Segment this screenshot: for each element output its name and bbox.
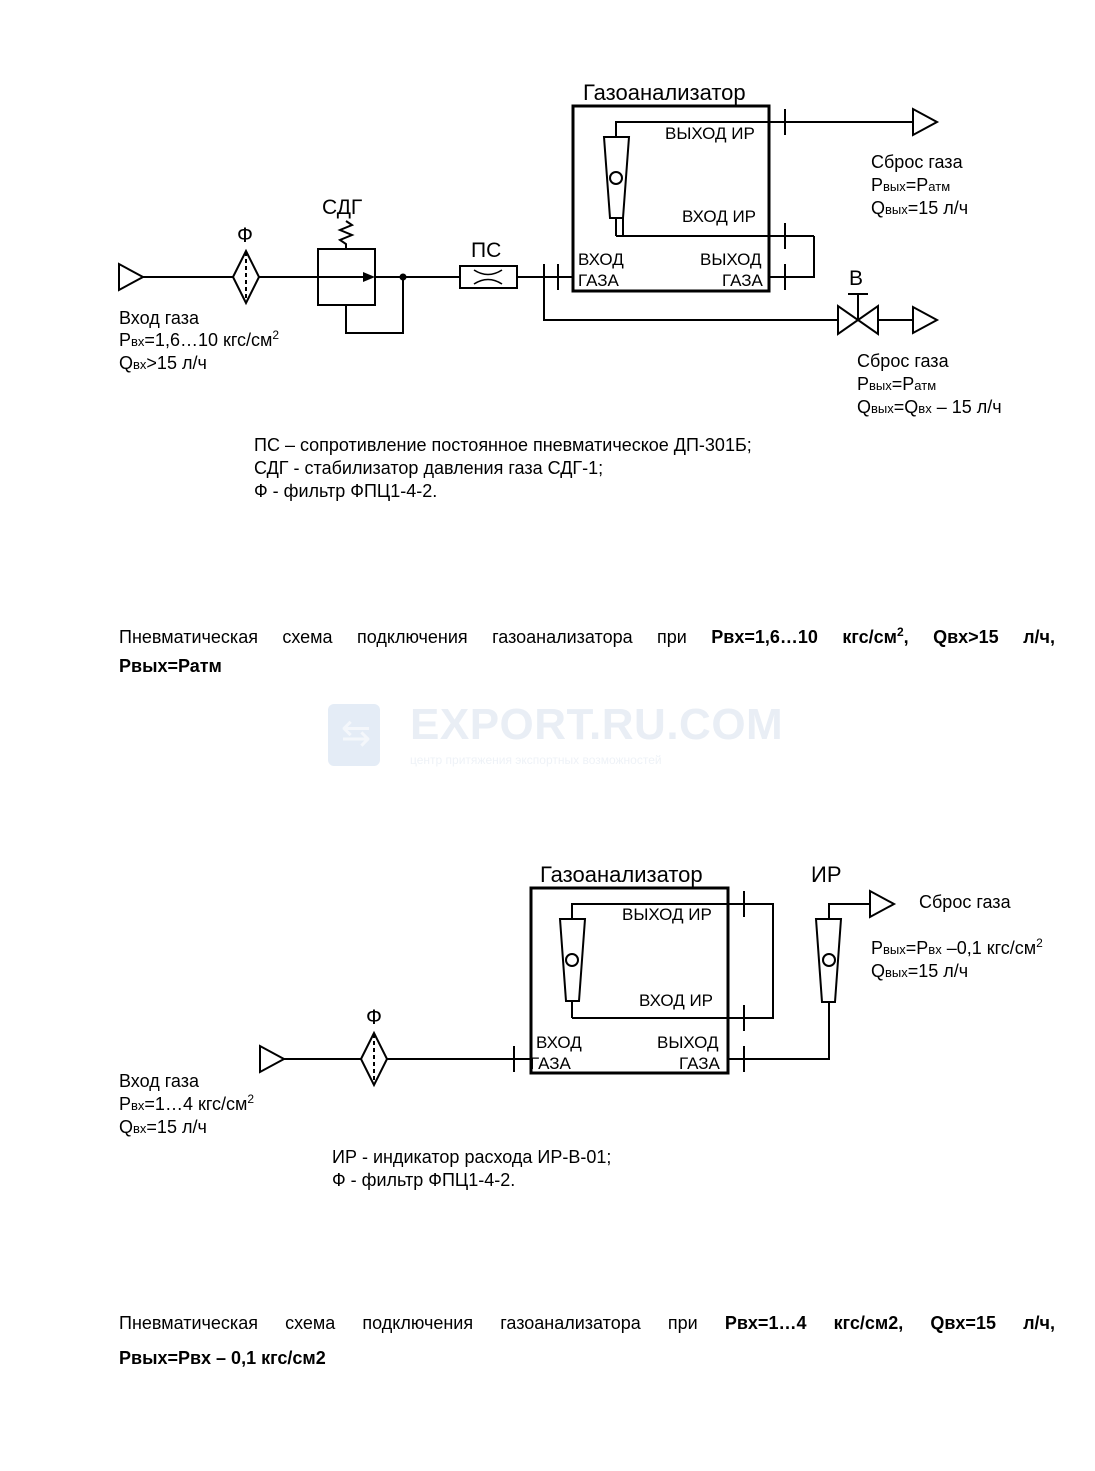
d1-caption-bold-q: Qвх>15 л/ч, (933, 627, 1055, 647)
d2-port-gas-out-2: ГАЗА (679, 1054, 720, 1073)
d1-vent-top-q: Qвых=15 л/ч (871, 198, 968, 218)
d1-port-gas-out-1: ВЫХОД (700, 250, 762, 269)
diagram-1 (118, 104, 940, 336)
ps-resistor (459, 265, 518, 289)
watermark-subtitle: центр притяжения экспортных возможностей (410, 753, 662, 767)
d2-inlet-p: Рвх=1…4 кгс/см2 (119, 1092, 254, 1114)
d2-caption-bold-p: Рвх=1…4 кгс/см2, (724, 1313, 904, 1333)
gas-analyzer-box (571, 104, 771, 293)
d2-legend-1: ИР - индикатор расхода ИР-В-01; (332, 1147, 611, 1167)
diagram-2 (259, 886, 897, 1088)
d2-caption-line1: Пневматическая схема подключения газоана… (119, 1305, 1055, 1341)
d1-vent-top-title: Сброс газа (871, 152, 964, 172)
watermark-arrow-icon: ⇆ (341, 713, 372, 754)
d1-port-gas-out-2: ГАЗА (722, 271, 763, 290)
d1-caption-line2: Рвых=Ратм (119, 648, 1055, 684)
d1-caption-bold-p: Рвх=1,6…10 кгс/см2, (711, 625, 909, 647)
d2-label-f: Ф (366, 1006, 382, 1029)
d1-port-gas-in-1: ВХОД (578, 250, 624, 269)
d1-label-v: В (849, 267, 863, 290)
d1-port-out-ir: ВЫХОД ИР (665, 124, 755, 143)
d1-vent-bottom-title: Сброс газа (857, 351, 950, 371)
d2-caption-bold-pout: Рвых=Рвх – 0,1 кгс/см2 (119, 1348, 326, 1368)
d1-vent-top-p: Рвых=Ратм (871, 175, 950, 195)
d2-vent-q: Qвых=15 л/ч (871, 961, 968, 981)
d1-vent-bottom-q: Qвых=Qвх – 15 л/ч (857, 397, 1002, 417)
d1-port-gas-in-2: ГАЗА (578, 271, 619, 290)
d2-gas-analyzer-box (529, 886, 730, 1075)
d2-port-out-ir: ВЫХОД ИР (622, 905, 712, 924)
d2-port-gas-out-1: ВЫХОД (657, 1033, 719, 1052)
d2-ir-indicator-icon (814, 918, 843, 1003)
d1-inlet-q: Qвх>15 л/ч (119, 353, 207, 373)
d2-caption-prefix: Пневматическая схема подключения газоана… (119, 1313, 725, 1333)
d1-legend-2: СДГ - стабилизатор давления газа СДГ-1; (254, 458, 603, 478)
inlet-triangle-icon (118, 262, 146, 292)
d2-inlet-q: Qвх=15 л/ч (119, 1117, 207, 1137)
d1-label-ps: ПС (471, 239, 501, 262)
watermark-logo-box (328, 704, 380, 766)
valve-icon (837, 304, 860, 336)
d2-vent-title: Сброс газа (919, 892, 1012, 912)
d1-legend-3: Ф - фильтр ФПЦ1-4-2. (254, 481, 437, 501)
d2-caption-bold-q: Qвх=15 л/ч, (930, 1313, 1055, 1333)
d1-vent-bottom-p: Рвых=Ратм (857, 374, 936, 394)
d2-analyzer-title: Газоанализатор (540, 862, 703, 887)
d2-legend-2: Ф - фильтр ФПЦ1-4-2. (332, 1170, 515, 1190)
d1-caption-prefix: Пневматическая схема подключения газоана… (119, 627, 712, 647)
d2-inlet-triangle-icon (259, 1044, 287, 1074)
d1-inlet-p: Рвх=1,6…10 кгс/см2 (119, 328, 279, 350)
rotameter-icon (602, 136, 631, 219)
d2-inlet-title: Вход газа (119, 1071, 200, 1091)
d2-rotameter-icon (558, 918, 587, 1002)
d1-inlet-title: Вход газа (119, 308, 200, 328)
d1-label-f: Ф (237, 224, 253, 247)
d1-label-sdg: СДГ (322, 196, 362, 219)
vent-triangle-icon (912, 107, 940, 137)
vent-triangle-icon-2 (912, 305, 940, 335)
d2-port-gas-in-1: ВХОД (536, 1033, 582, 1052)
d2-port-gas-in-2: ГАЗА (530, 1054, 571, 1073)
d2-vent-triangle-icon (869, 889, 897, 919)
d2-vent-p: Рвых=Рвх –0,1 кгс/см2 (871, 936, 1043, 958)
sdg-spring-icon (337, 220, 355, 249)
d1-legend-1: ПС – сопротивление постоянное пневматиче… (254, 435, 752, 455)
d1-analyzer-title: Газоанализатор (583, 80, 746, 105)
watermark-title: EXPORT.RU.COM (410, 700, 784, 749)
d2-port-in-ir: ВХОД ИР (639, 991, 713, 1010)
d2-label-ir: ИР (811, 862, 842, 887)
d1-caption-bold-pout: Рвых=Ратм (119, 656, 222, 676)
d1-caption-line1: Пневматическая схема подключения газоана… (119, 614, 1055, 655)
d1-port-in-ir: ВХОД ИР (682, 207, 756, 226)
d2-caption-line2: Рвых=Рвх – 0,1 кгс/см2 (119, 1340, 1055, 1376)
